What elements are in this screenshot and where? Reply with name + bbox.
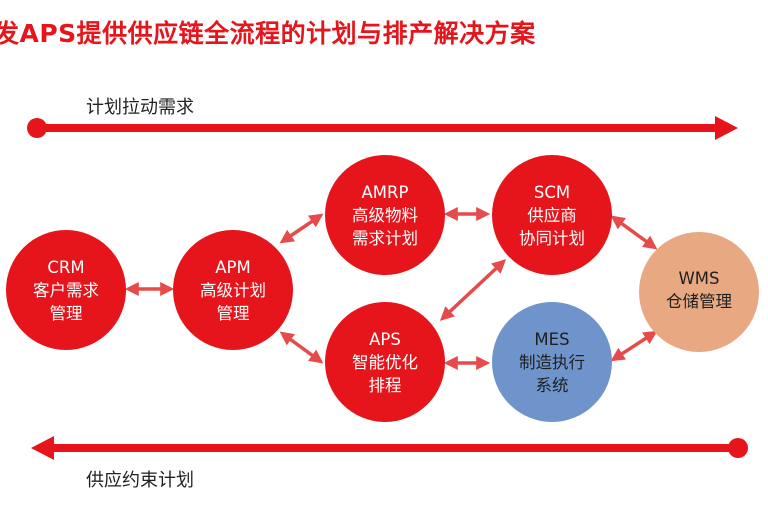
connector-apm-aps [279, 331, 324, 364]
node-aps-line-1: APS [369, 330, 401, 349]
node-amrp-line-3: 需求计划 [352, 229, 418, 248]
node-amrp-line-1: AMRP [362, 183, 409, 202]
page-title: 发APS提供供应链全流程的计划与排产解决方案 [0, 19, 536, 48]
node-apm: APM 高级计划 管理 [173, 230, 293, 350]
node-mes-line-2: 制造执行 [519, 353, 585, 372]
node-scm-line-1: SCM [534, 183, 570, 202]
node-wms-line-1: WMS [678, 269, 719, 288]
connectors [124, 207, 658, 370]
node-apm-line-1: APM [215, 258, 250, 277]
node-apm-line-3: 管理 [217, 304, 250, 323]
node-wms-line-2: 仓储管理 [666, 292, 732, 311]
node-amrp: AMRP 高级物料 需求计划 [325, 155, 445, 275]
node-scm-line-3: 协同计划 [519, 229, 585, 248]
top-flow-arrow [27, 116, 738, 140]
node-apm-line-2: 高级计划 [200, 281, 266, 300]
node-mes-line-3: 系统 [536, 376, 569, 395]
node-crm-line-2: 客户需求 [33, 281, 99, 300]
node-crm: CRM 客户需求 管理 [6, 230, 126, 350]
node-scm: SCM 供应商 协同计划 [492, 155, 612, 275]
node-aps-line-3: 排程 [369, 376, 402, 395]
node-mes: MES 制造执行 系统 [492, 302, 612, 422]
node-mes-line-1: MES [534, 330, 569, 349]
connector-mes-wms [610, 330, 658, 362]
node-scm-line-2: 供应商 [527, 206, 577, 225]
connector-scm-wms [610, 215, 658, 250]
node-crm-line-3: 管理 [50, 304, 83, 323]
connector-aps-scm [439, 259, 507, 321]
node-aps: APS 智能优化 排程 [325, 302, 445, 422]
top-flow-label: 计划拉动需求 [86, 97, 194, 118]
bottom-flow-arrow [31, 436, 748, 460]
node-amrp-line-2: 高级物料 [352, 206, 418, 225]
node-aps-line-2: 智能优化 [352, 353, 418, 372]
connector-apm-amrp [279, 213, 324, 244]
node-wms: WMS 仓储管理 [639, 232, 759, 352]
bottom-flow-label: 供应约束计划 [86, 470, 194, 491]
node-crm-line-1: CRM [47, 258, 84, 277]
